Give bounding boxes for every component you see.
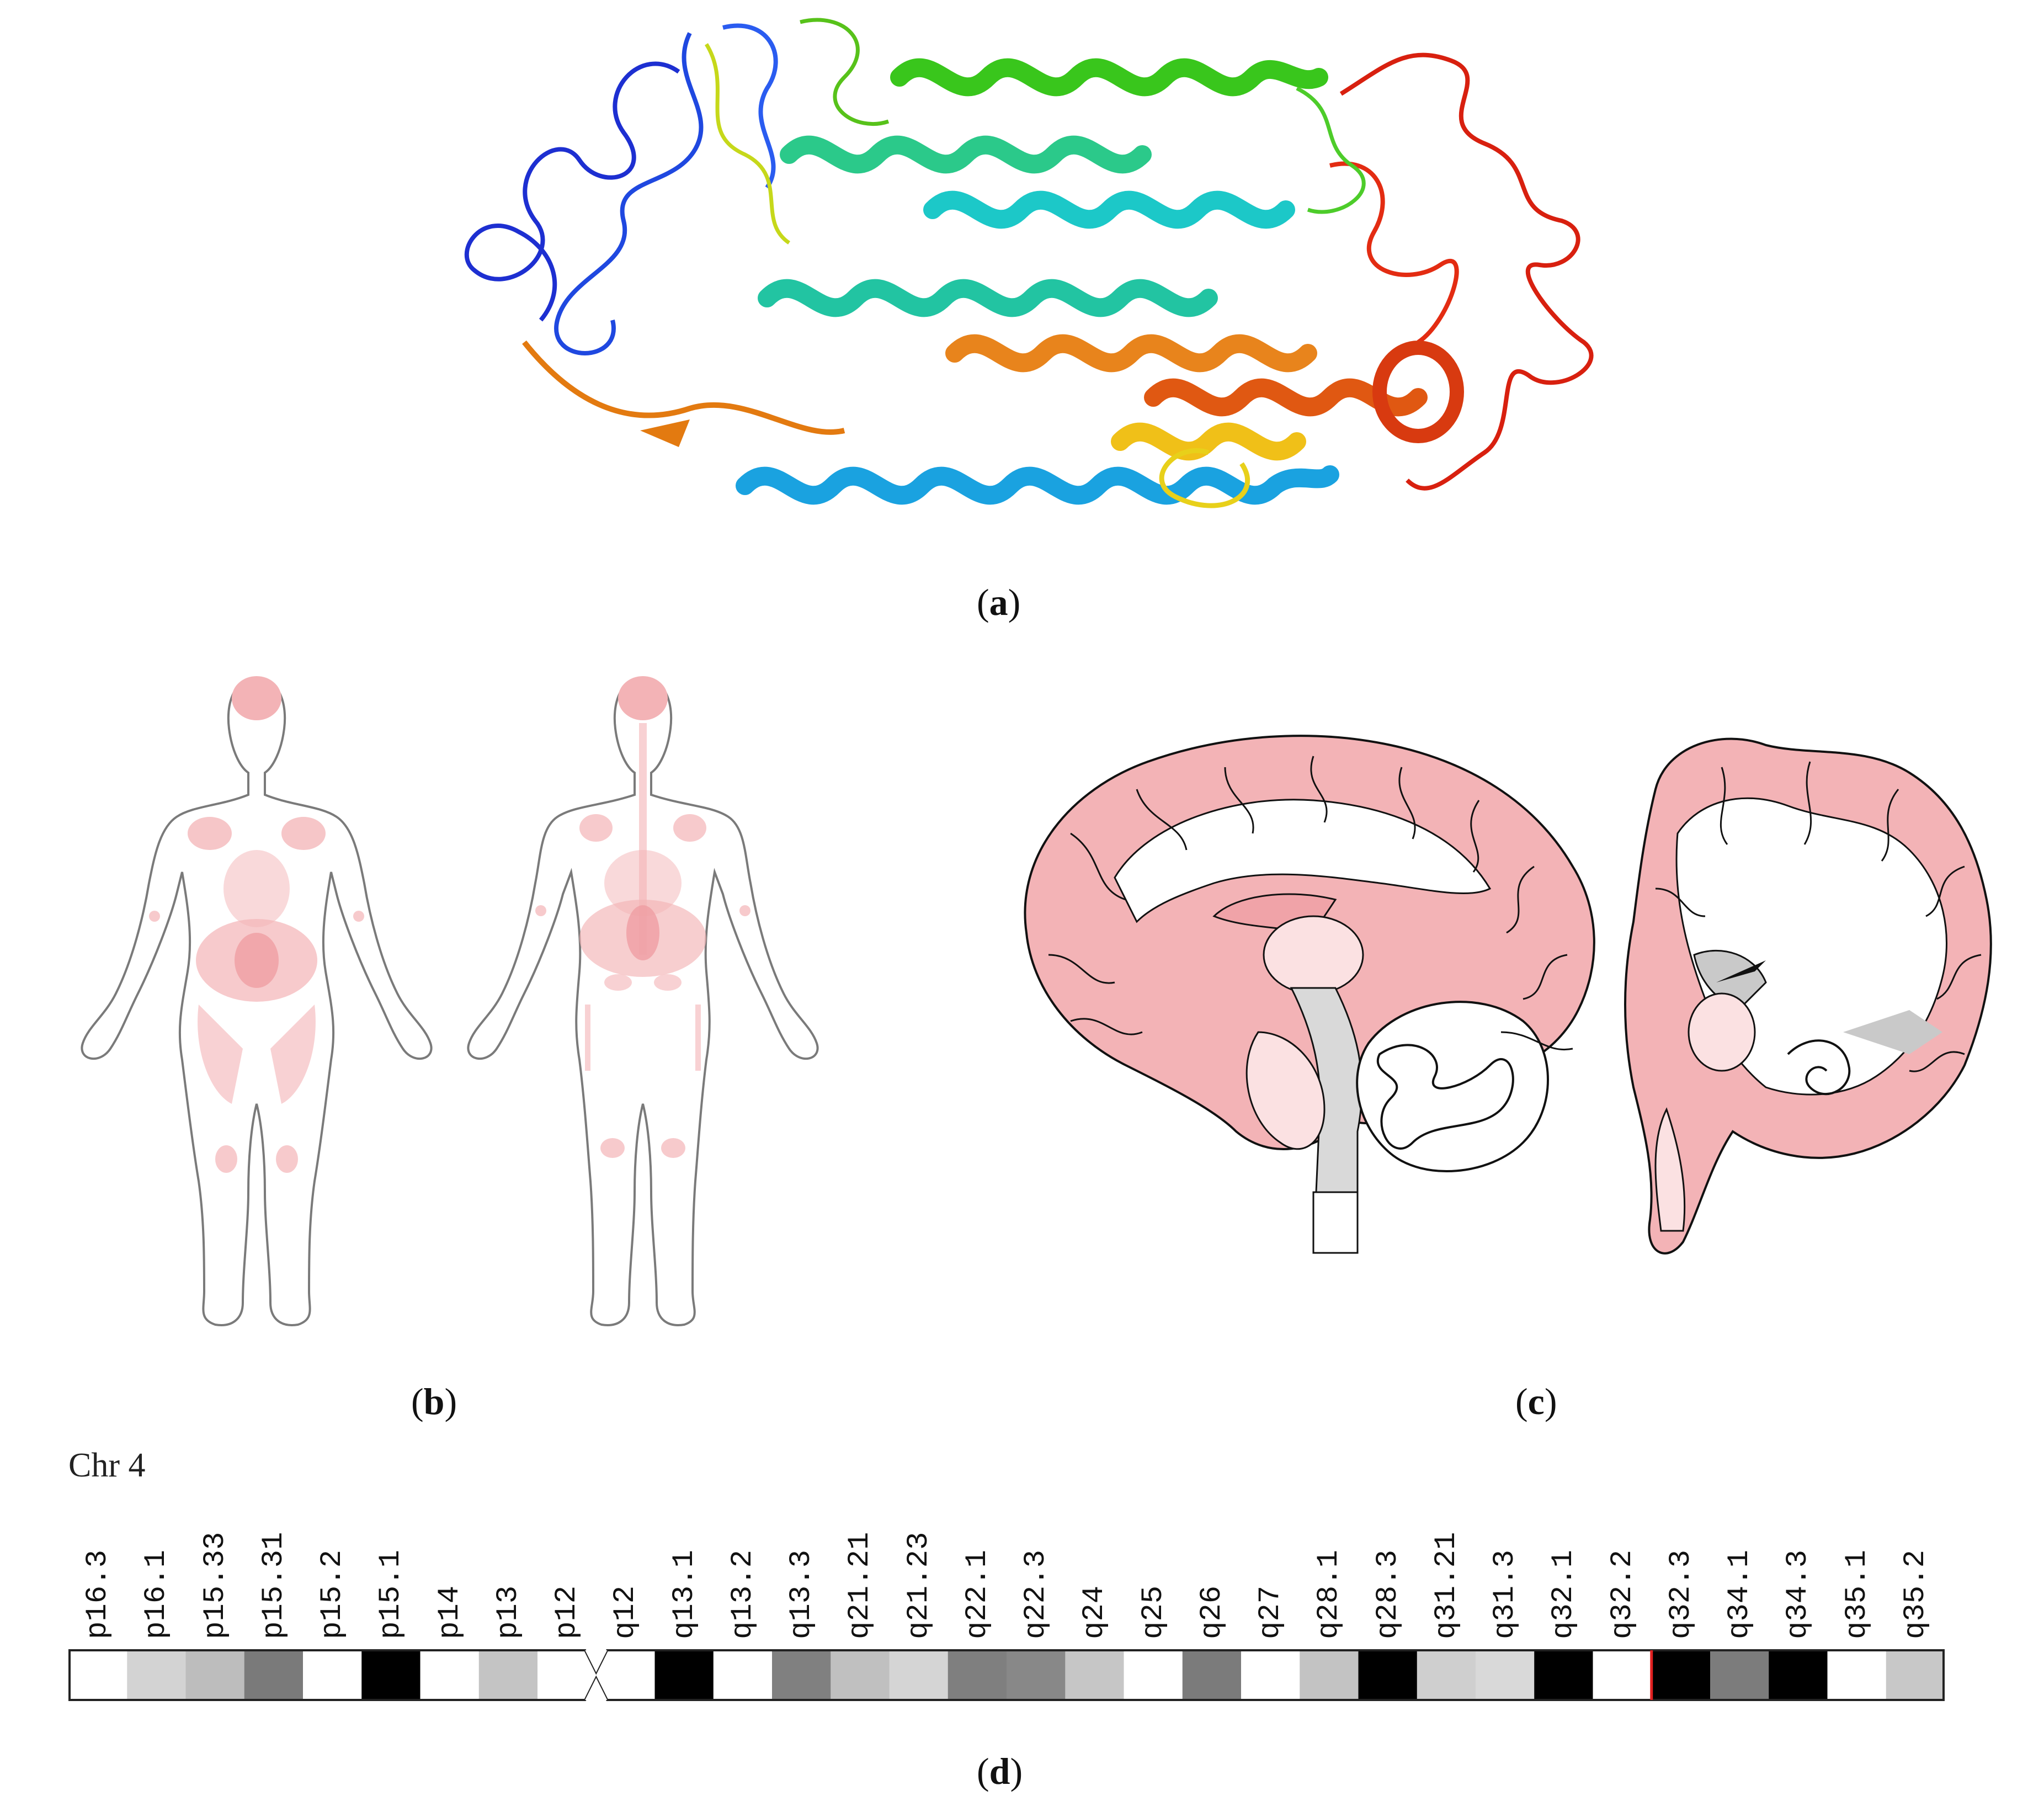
- band-label: q28.1: [1312, 1549, 1346, 1639]
- band-label: q31.21: [1429, 1532, 1463, 1639]
- chromosome-band: [185, 1650, 245, 1700]
- band-label: p14: [433, 1585, 467, 1639]
- coronal-brain-icon: [1624, 737, 1992, 1255]
- band-label: p15.2: [316, 1549, 350, 1639]
- chromosome-band: [478, 1650, 538, 1700]
- caption-b: (b): [411, 1380, 457, 1422]
- sagittal-brain-icon: [1024, 735, 1595, 1254]
- chromosome-band: [1300, 1650, 1359, 1700]
- chromosome-outline: [68, 1649, 1945, 1701]
- body-map-image: [81, 676, 819, 1326]
- band-label: q34.3: [1781, 1549, 1816, 1639]
- ideogram-svg: [68, 1649, 1945, 1701]
- chromosome-band: [831, 1650, 890, 1700]
- chromosome-band: [1710, 1650, 1769, 1700]
- brain-panel: [1004, 723, 2042, 1286]
- band-label: q27: [1254, 1585, 1288, 1639]
- chromosome-band: [654, 1650, 714, 1700]
- band-label: q35.1: [1840, 1549, 1874, 1639]
- brain-sections-image: [1024, 735, 1992, 1255]
- band-label: q28.3: [1371, 1549, 1405, 1639]
- female-body-icon: [81, 676, 433, 1326]
- chromosome-band: [772, 1650, 831, 1700]
- caption-c: (c): [1515, 1380, 1557, 1422]
- chromosome-band: [361, 1650, 420, 1700]
- chromosome-band: [1182, 1650, 1242, 1700]
- band-label: q22.3: [1019, 1549, 1053, 1639]
- band-label: q12: [609, 1585, 643, 1639]
- band-label: q21.23: [902, 1532, 936, 1639]
- band-label: q34.1: [1723, 1549, 1757, 1639]
- chromosome-band: [1769, 1650, 1828, 1700]
- male-body-icon: [467, 676, 819, 1326]
- band-label: q26: [1195, 1585, 1229, 1639]
- band-label: q13.1: [667, 1549, 701, 1639]
- caption-a: (a): [977, 581, 1021, 623]
- chromosome-band: [1476, 1650, 1535, 1700]
- band-label: p13: [491, 1585, 525, 1639]
- centromere: [585, 1650, 608, 1700]
- band-label: q32.1: [1547, 1549, 1581, 1639]
- body-expression-panel: [66, 662, 828, 1336]
- chromosome-band: [127, 1650, 186, 1700]
- chromosome-band: [596, 1650, 655, 1700]
- chromosome-ideogram: [68, 1648, 1945, 1708]
- band-label: q21.21: [843, 1532, 877, 1639]
- chromosome-band: [948, 1650, 1007, 1700]
- band-label: q32.2: [1605, 1549, 1640, 1639]
- band-label: q35.2: [1898, 1549, 1933, 1639]
- chromosome-band: [889, 1650, 949, 1700]
- chromosome-band: [1593, 1650, 1652, 1700]
- band-label: q25: [1136, 1585, 1170, 1639]
- band-label: p15.1: [374, 1549, 408, 1639]
- chromosome-band: [244, 1650, 304, 1700]
- band-label: q24: [1078, 1585, 1112, 1639]
- chromosome-band: [1886, 1650, 1945, 1700]
- chromosome-band: [1651, 1650, 1711, 1700]
- band-label: q32.3: [1664, 1549, 1698, 1639]
- band-label: q13.2: [726, 1549, 760, 1639]
- band-label: q31.3: [1488, 1549, 1523, 1639]
- chromosome-band: [1124, 1650, 1183, 1700]
- chromosome-band: [1007, 1650, 1066, 1700]
- chromosome-band: [537, 1650, 597, 1700]
- chromosome-band: [1417, 1650, 1476, 1700]
- chromosome-band: [303, 1650, 362, 1700]
- band-label: q22.1: [960, 1549, 994, 1639]
- chromosome-band: [1534, 1650, 1593, 1700]
- band-label: q13.3: [785, 1549, 819, 1639]
- band-label: p15.33: [198, 1532, 232, 1639]
- band-label: p16.1: [140, 1549, 174, 1639]
- chromosome-band: [1827, 1650, 1887, 1700]
- chromosome-band: [1358, 1650, 1418, 1700]
- chromosome-band: [1065, 1650, 1124, 1700]
- band-label: p15.31: [257, 1532, 291, 1639]
- chromosome-band: [1241, 1650, 1300, 1700]
- chromosome-band: [713, 1650, 773, 1700]
- chromosome-band: [68, 1650, 127, 1700]
- chromosome-title: Chr 4: [68, 1447, 146, 1484]
- caption-d: (d): [977, 1750, 1023, 1792]
- band-label: p12: [550, 1585, 584, 1639]
- band-label: p16.3: [81, 1549, 115, 1639]
- chromosome-band: [420, 1650, 480, 1700]
- protein-ribbon-image: [464, 18, 1594, 508]
- protein-structure-panel: [458, 11, 1595, 552]
